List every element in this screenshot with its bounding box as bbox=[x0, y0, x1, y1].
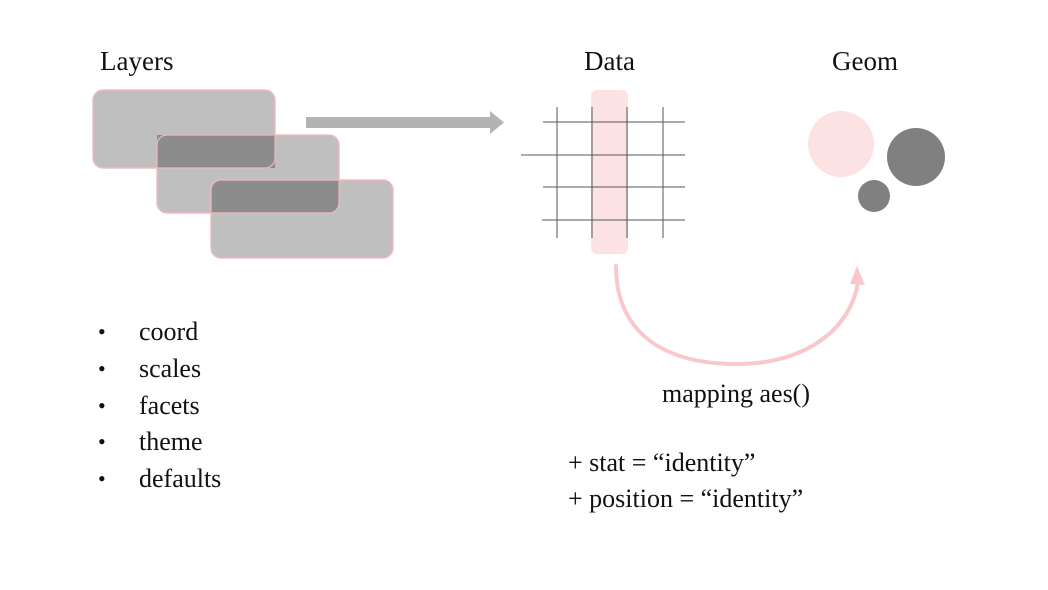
bullet-icon: • bbox=[98, 392, 106, 418]
formula-position: + position = “identity” bbox=[568, 484, 804, 513]
geom-circles bbox=[808, 111, 945, 212]
data-grid bbox=[521, 90, 685, 254]
bullet-icon: • bbox=[98, 429, 106, 455]
geom-circle-large bbox=[887, 128, 945, 186]
formula-stat: + stat = “identity” bbox=[568, 448, 756, 477]
bullet-icon: • bbox=[98, 319, 106, 344]
layer-overlap-2 bbox=[211, 180, 339, 213]
list-item: • defaults bbox=[98, 463, 221, 500]
layer-rect-2-border bbox=[156, 134, 340, 214]
geom-circle-small bbox=[858, 180, 890, 212]
mapping-label: mapping aes() bbox=[662, 379, 811, 408]
list-item-label: defaults bbox=[139, 464, 222, 494]
list-item-label: theme bbox=[139, 427, 203, 457]
list-item-label: facets bbox=[139, 390, 200, 420]
list-item: • facets bbox=[98, 390, 221, 427]
list-item-label: coord bbox=[139, 317, 199, 346]
list-item: • scales bbox=[98, 353, 221, 390]
data-title: Data bbox=[584, 46, 635, 76]
list-item: • coord bbox=[98, 316, 221, 353]
layers-stack bbox=[92, 89, 394, 259]
bullet-icon: • bbox=[98, 355, 106, 381]
arrow-right-icon bbox=[306, 111, 504, 134]
list-item-label: scales bbox=[139, 353, 202, 383]
layers-title: Layers bbox=[100, 46, 174, 76]
geom-circle-pink bbox=[808, 111, 874, 177]
highlight-column bbox=[591, 90, 628, 254]
layer-rect-1-border bbox=[92, 89, 276, 169]
geom-title: Geom bbox=[832, 46, 898, 76]
arc-arrowhead-icon bbox=[850, 266, 865, 285]
layer-overlap-1-corner bbox=[157, 135, 275, 168]
layer-options-list: • coord • scales • facets • theme • defaults bbox=[98, 316, 221, 500]
bullet-icon: • bbox=[98, 466, 106, 492]
layer-rect-3-border bbox=[210, 179, 394, 259]
list-item: • theme bbox=[98, 426, 221, 463]
mapping-arc-arrow bbox=[614, 264, 865, 367]
